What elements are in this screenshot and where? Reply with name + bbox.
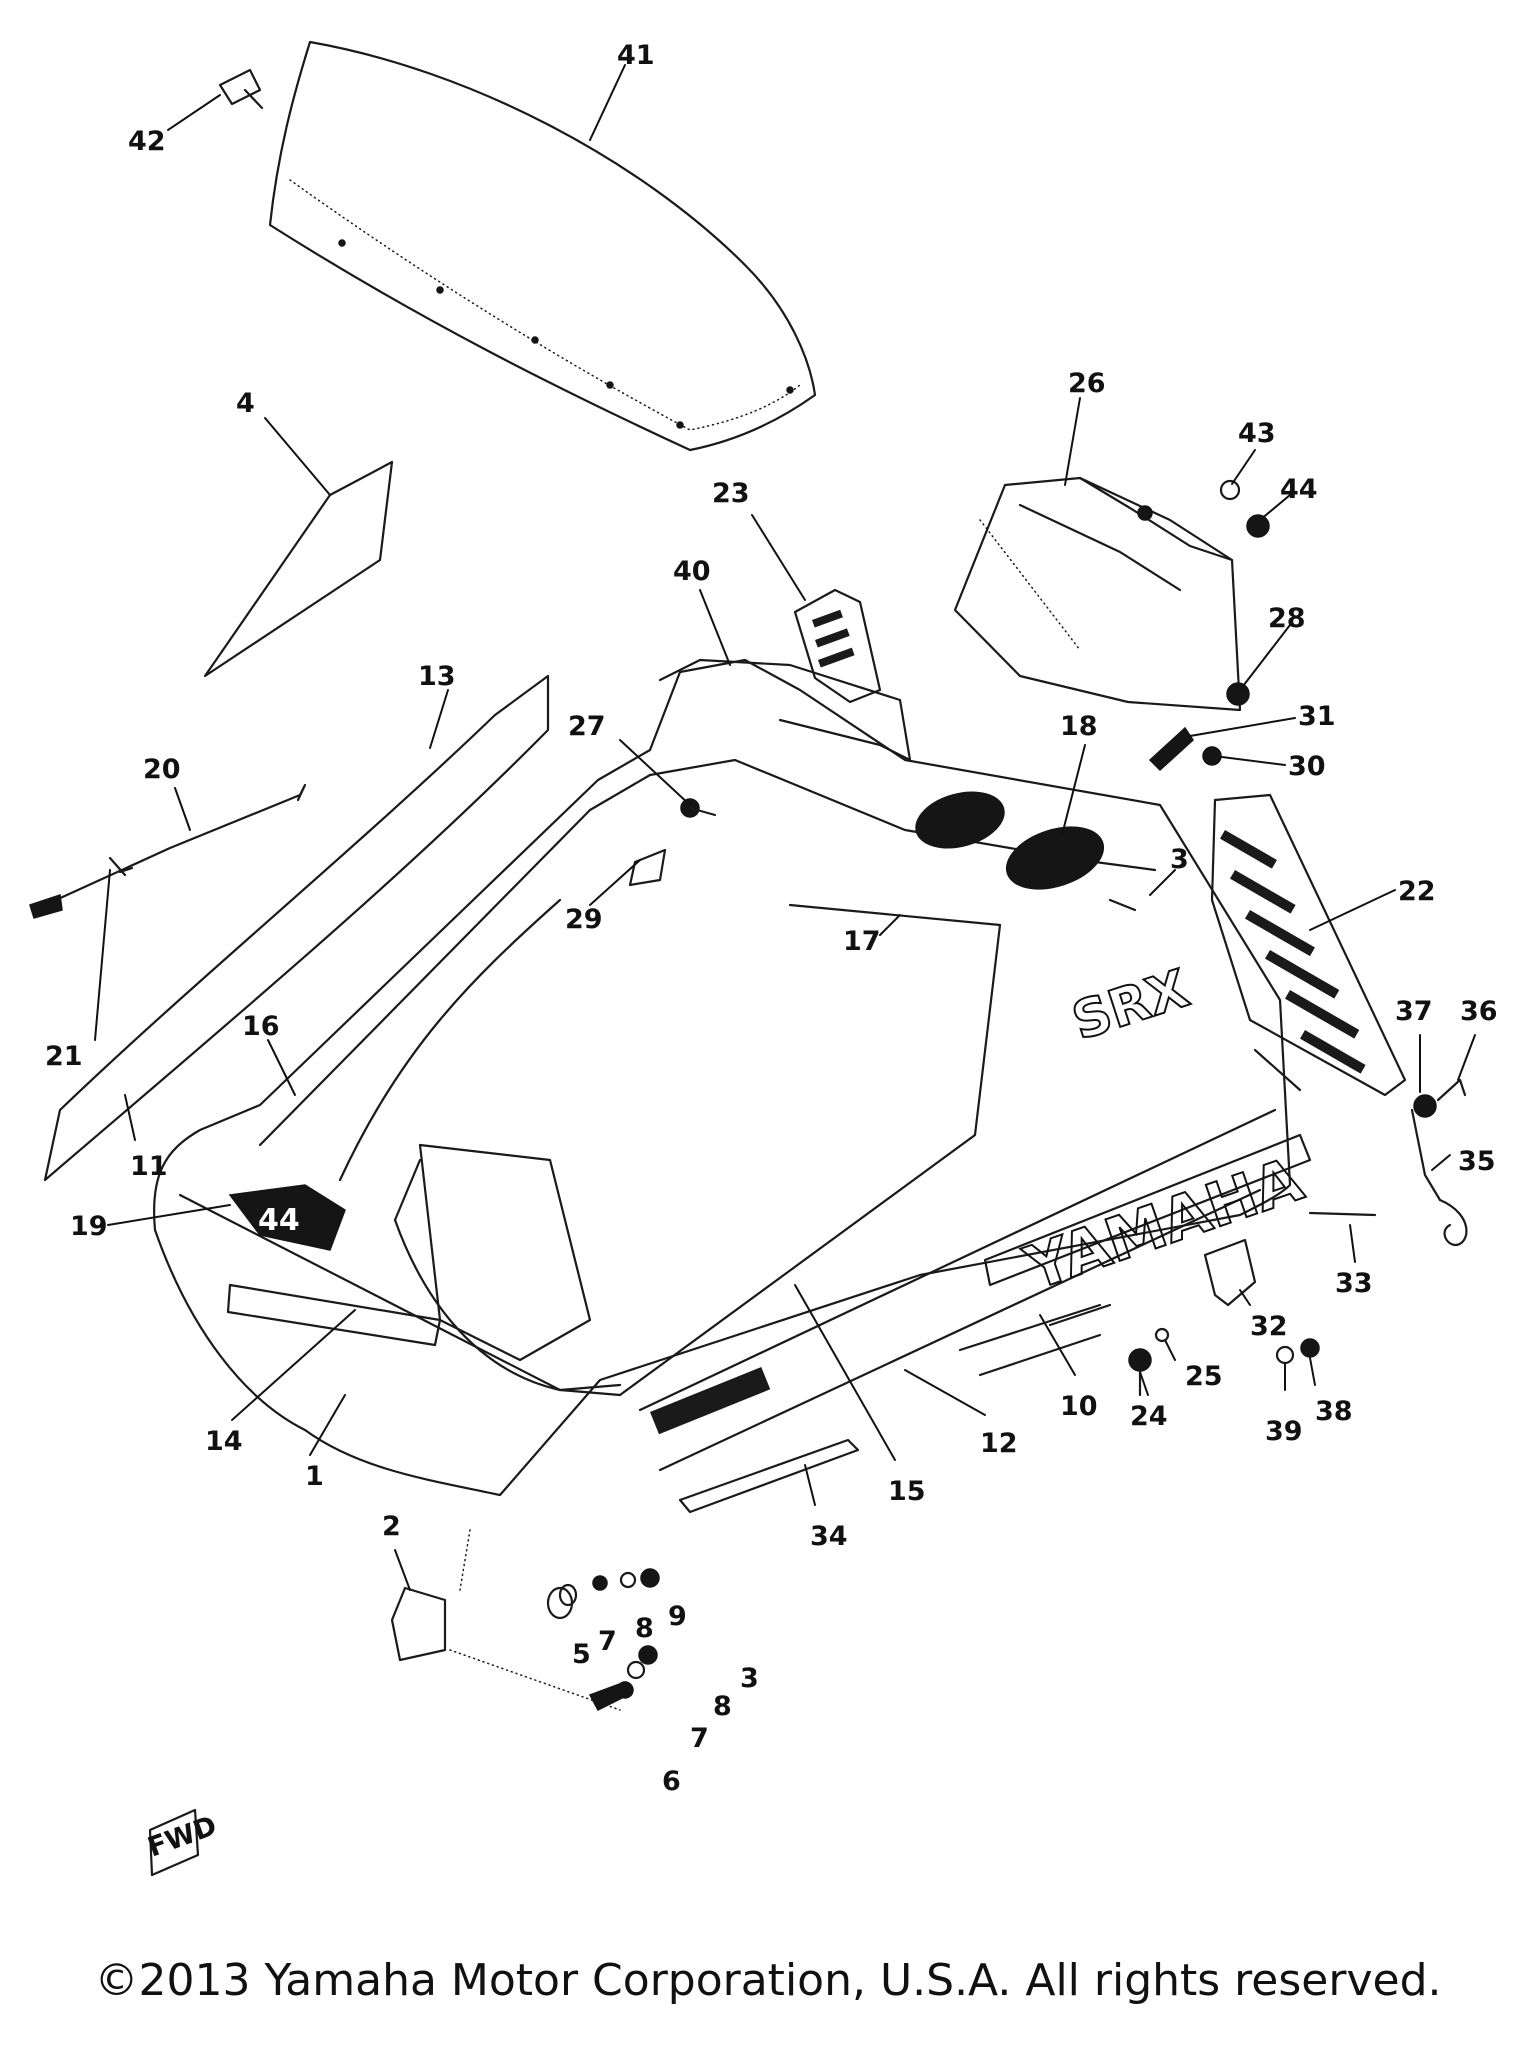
- callout-37: 37: [1395, 996, 1433, 1027]
- callout-20: 20: [143, 754, 181, 785]
- callout-28: 28: [1268, 603, 1306, 634]
- callout-29: 29: [565, 904, 603, 935]
- latch-parts: [628, 798, 717, 887]
- callout-8-lower: 8: [713, 1691, 732, 1722]
- callout-5: 5: [572, 1639, 591, 1670]
- callout-10: 10: [1060, 1391, 1098, 1422]
- yamaha-decal: YAMAHA: [1016, 1144, 1312, 1304]
- rivet-33: [1308, 1211, 1377, 1217]
- leader-lines: [94, 64, 1476, 1591]
- callout-1: 1: [305, 1461, 324, 1492]
- callout-9: 9: [668, 1601, 687, 1632]
- callout-44: 44: [1280, 474, 1318, 505]
- callout-26: 26: [1068, 368, 1106, 399]
- callout-40: 40: [673, 556, 711, 587]
- callout-18: 18: [1060, 711, 1098, 742]
- callout-36: 36: [1460, 996, 1498, 1027]
- callout-42: 42: [128, 126, 166, 157]
- callout-24: 24: [1130, 1401, 1168, 1432]
- callout-32: 32: [1250, 1311, 1288, 1342]
- callout-7-lower: 7: [690, 1723, 709, 1754]
- callout-2: 2: [382, 1511, 401, 1542]
- callout-21: 21: [45, 1041, 83, 1072]
- callout-19: 19: [70, 1211, 108, 1242]
- callout-8-upper: 8: [635, 1613, 654, 1644]
- windshield: [268, 40, 817, 452]
- callout-25: 25: [1185, 1361, 1223, 1392]
- srx-decal: SRX: [1065, 959, 1195, 1052]
- callout-35: 35: [1458, 1146, 1496, 1177]
- callout-41: 41: [617, 40, 655, 71]
- badge-44: 44: [228, 1184, 346, 1251]
- side-grille: [1210, 793, 1407, 1097]
- callout-11: 11: [130, 1151, 168, 1182]
- callout-23: 23: [712, 478, 750, 509]
- callout-34: 34: [810, 1521, 848, 1552]
- side-strip: [43, 674, 550, 1182]
- badge-text: 44: [258, 1203, 300, 1238]
- callout-33: 33: [1335, 1268, 1373, 1299]
- callout-30: 30: [1288, 751, 1326, 782]
- callout-38: 38: [1315, 1396, 1353, 1427]
- bracket-32: [1128, 1238, 1320, 1397]
- hood-cable: [29, 783, 307, 919]
- hinge-2: [390, 1529, 621, 1711]
- hood-lip: [658, 658, 912, 762]
- hood-hook: [1410, 1078, 1468, 1247]
- callout-22: 22: [1398, 876, 1436, 907]
- callout-6: 6: [662, 1766, 681, 1797]
- copyright-notice: ©2013 Yamaha Motor Corporation, U.S.A. A…: [94, 1955, 1442, 2006]
- callout-13: 13: [418, 661, 456, 692]
- small-hardware: [1148, 479, 1270, 772]
- fwd-mark: FWD: [144, 1808, 221, 1877]
- callout-27: 27: [568, 711, 606, 742]
- callout-12: 12: [980, 1428, 1018, 1459]
- trim-strip-34: [678, 1438, 860, 1514]
- callout-39: 39: [1265, 1416, 1303, 1447]
- callout-4: 4: [236, 388, 255, 419]
- callout-15: 15: [888, 1476, 926, 1507]
- callout-31: 31: [1298, 701, 1336, 732]
- small-grille: [793, 588, 882, 704]
- vent-openings: [915, 791, 1105, 890]
- callout-14: 14: [205, 1426, 243, 1457]
- screw-42: [218, 68, 264, 110]
- callout-3-hinge: 3: [740, 1663, 759, 1694]
- callout-43: 43: [1238, 418, 1276, 449]
- callout-3-hood: 3: [1170, 844, 1189, 875]
- callout-16: 16: [242, 1011, 280, 1042]
- hood-body: [153, 658, 1312, 1497]
- callout-17: 17: [843, 926, 881, 957]
- screen-panel: [203, 460, 394, 678]
- hinge-hardware: [546, 1568, 660, 1711]
- callout-labels: 41 42 4 26 43 44 23 40 28 13 27 31 30 20…: [45, 40, 1498, 1797]
- callout-7-upper: 7: [598, 1626, 617, 1657]
- cover-bracket: [953, 476, 1242, 712]
- fwd-text: FWD: [144, 1810, 221, 1863]
